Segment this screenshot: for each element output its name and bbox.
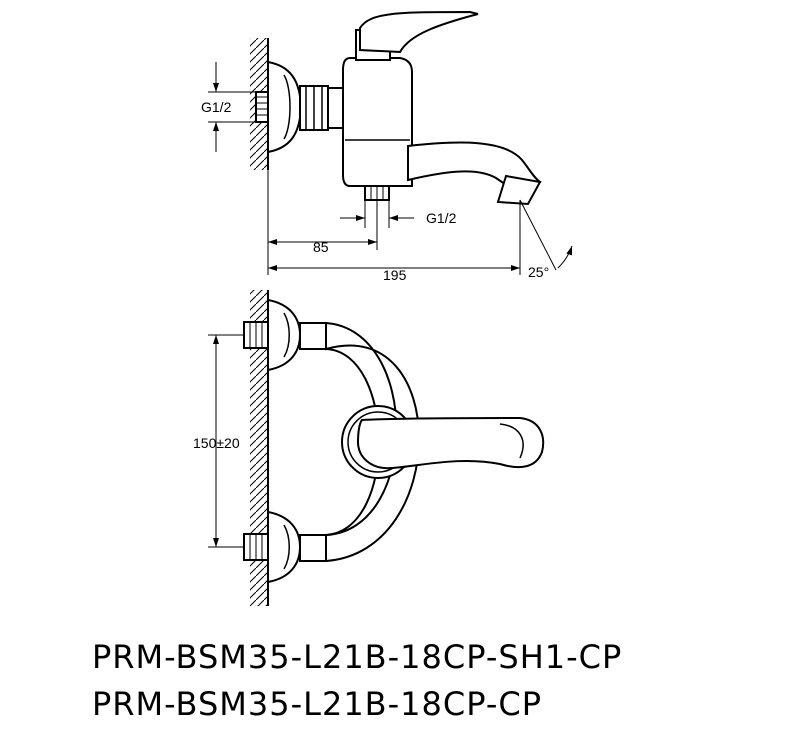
mixer-body [342,57,413,187]
inlet-thread [255,91,269,123]
front-view [243,290,545,606]
side-view [250,10,542,206]
aerator [496,174,542,206]
upper-escutcheon [267,298,302,372]
dim-inlet-thread: G1/2 [201,99,232,115]
lower-escutcheon [267,510,302,584]
upper-nut [299,322,327,350]
side-view-dimensions [208,62,573,275]
model-code-1: PRM-BSM35-L21B-18CP-SH1-CP [92,638,623,676]
dim-angle: 25° [528,264,549,280]
body-curve [325,321,420,563]
front-lever [356,416,545,470]
lower-nut [299,534,327,562]
wall-hatch-bottom [250,290,268,606]
dim-outlet-thread: G1/2 [426,210,457,226]
dim-195: 195 [383,267,407,283]
lever-handle [359,10,479,54]
dim-center-distance: 150±20 [193,435,240,451]
front-view-dimensions [208,334,244,548]
dim-85: 85 [313,239,329,255]
model-code-2: PRM-BSM35-L21B-18CP-CP [92,685,543,723]
